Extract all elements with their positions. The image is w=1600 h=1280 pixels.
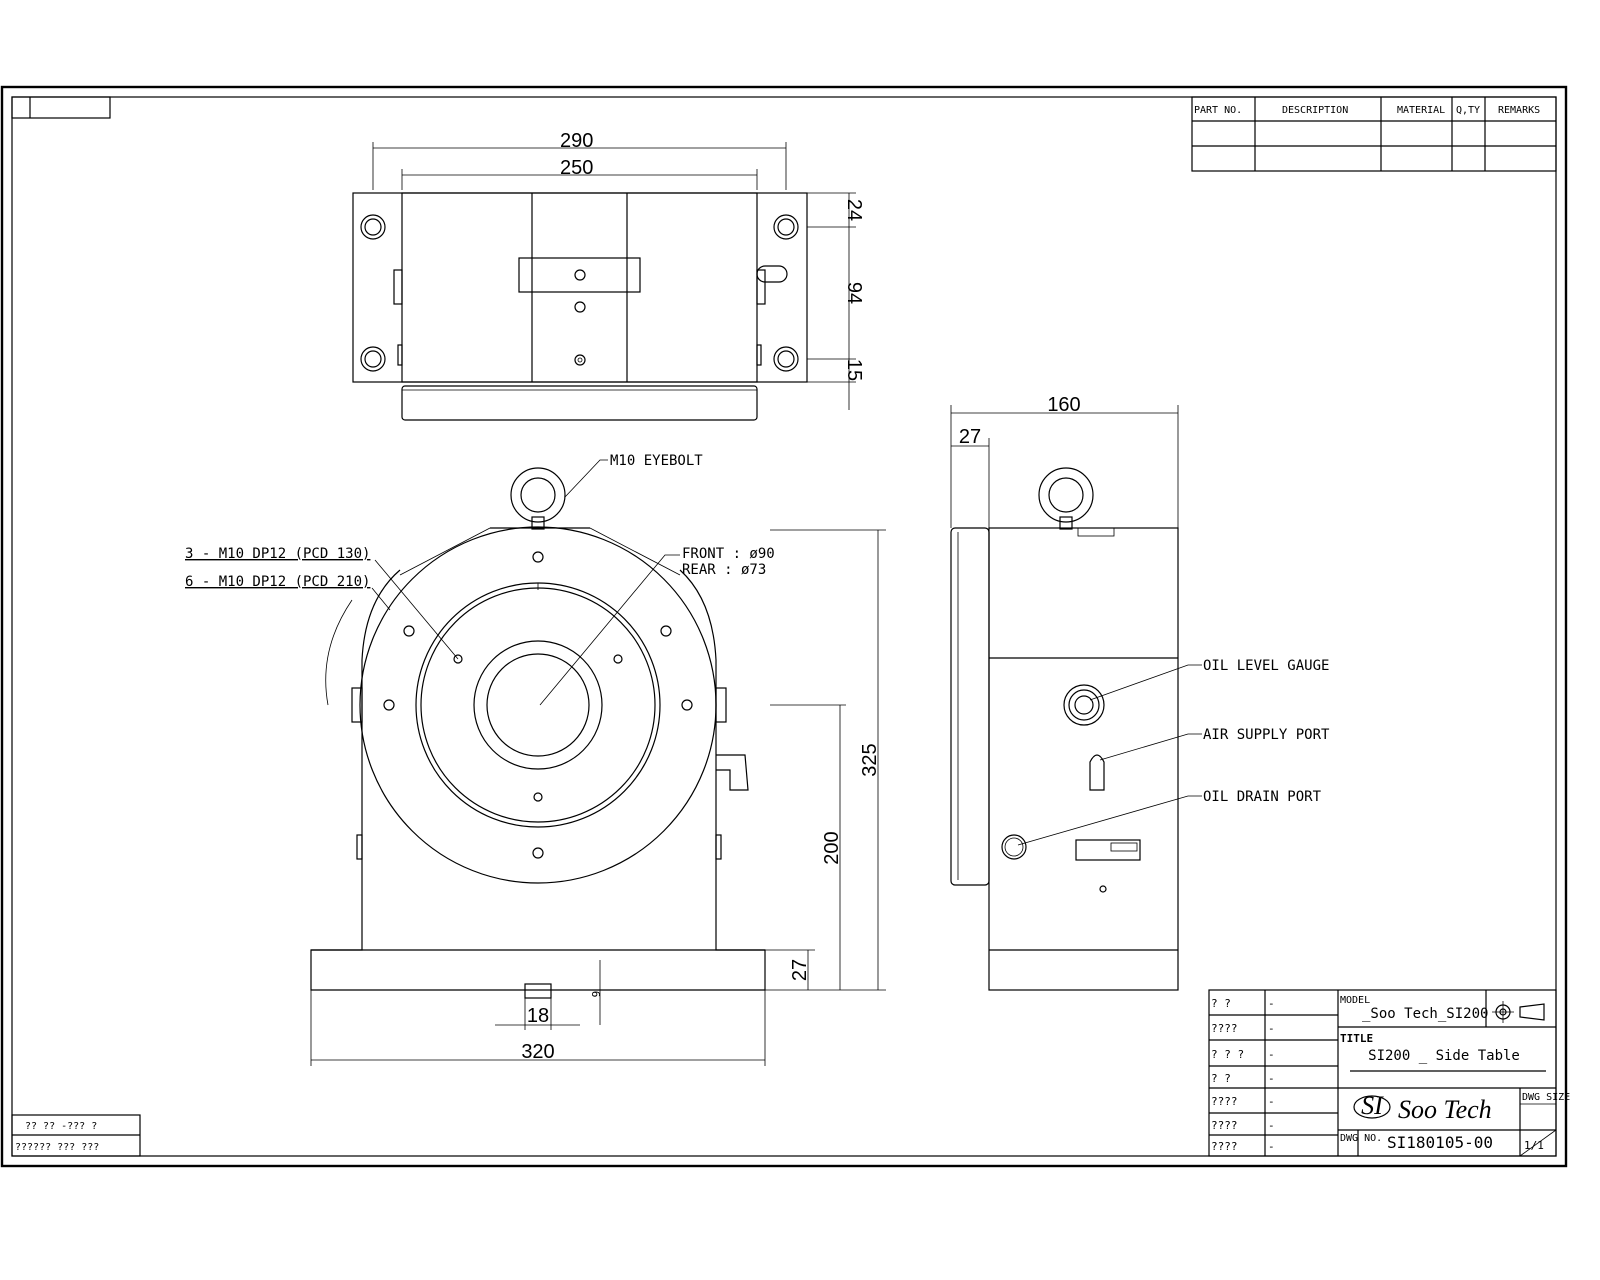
title-label: TITLE [1340, 1032, 1373, 1045]
projection-symbol-icon [1492, 1001, 1545, 1023]
mount-holes [360, 214, 799, 372]
callout-pcd130: 3 - M10 DP12 (PCD 130) [185, 546, 370, 562]
dim-27-side: 27 [959, 426, 981, 448]
callout-pcd210: 6 - M10 DP12 (PCD 210) [185, 574, 370, 590]
tb-row-value: - [1268, 1022, 1275, 1035]
inner-border [11, 96, 1557, 1157]
dwg-size-label: DWG SIZE [1522, 1092, 1570, 1103]
tb-row-label: ???? [1211, 1095, 1238, 1108]
tb-row-label: ???? [1211, 1140, 1238, 1153]
callout-air-supply-port: AIR SUPPLY PORT [1203, 727, 1330, 743]
dim-27: 27 [789, 959, 811, 981]
parts-table: PART NO. DESCRIPTION MATERIAL Q,TY REMAR… [1191, 96, 1557, 172]
tb-row-label: ???? [1211, 1119, 1238, 1132]
dwg-no-label: DWG NO. [1340, 1133, 1382, 1144]
tb-row-value: - [1268, 1140, 1275, 1153]
callout-bore-rear: REAR : ø73 [682, 562, 766, 578]
nameplate [1075, 839, 1141, 861]
svg-text:SI: SI [1361, 1091, 1384, 1120]
note-line-1: ?? ?? -??? ? [25, 1121, 97, 1132]
dim-325: 325 [859, 743, 881, 776]
front-view: M10 EYEBOLT 3 - M10 DP12 (PCD 130) 6 - M… [185, 453, 886, 1066]
header-material: MATERIAL [1397, 105, 1445, 116]
sheet-number: 1/1 [1524, 1139, 1544, 1152]
header-part-no: PART NO. [1194, 105, 1242, 116]
tb-row-label: ? ? ? [1211, 1048, 1244, 1061]
notes-box: ?? ?? -??? ? ?????? ??? ??? [11, 1114, 141, 1157]
tb-row-value: - [1268, 1119, 1275, 1132]
callout-oil-level-gauge: OIL LEVEL GAUGE [1203, 658, 1329, 674]
callout-eyebolt: M10 EYEBOLT [610, 453, 703, 469]
company-logo: SI Soo Tech [1353, 1091, 1492, 1124]
dim-320: 320 [521, 1041, 554, 1063]
dim-24: 24 [843, 199, 865, 221]
company-name: Soo Tech [1398, 1095, 1492, 1124]
dim-160: 160 [1047, 394, 1080, 416]
header-qty: Q,TY [1456, 105, 1480, 116]
outer-border [0, 85, 1568, 1168]
dim-250: 250 [560, 157, 593, 179]
dim-200: 200 [821, 831, 843, 864]
title-block: ? ? - ???? - ? ? ? - ? ? - ???? - ???? -… [1208, 989, 1570, 1157]
model-label: MODEL [1340, 995, 1370, 1006]
tb-row-value: - [1268, 1095, 1275, 1108]
top-view: 290 250 24 94 15 [352, 130, 865, 421]
dim-18: 18 [527, 1005, 549, 1027]
pcd130-holes [453, 654, 623, 802]
eyebolt [510, 467, 566, 530]
side-view: 160 27 OIL LEVEL GAUGE AIR SUPPLY PORT O… [950, 394, 1330, 991]
corner-box [11, 96, 111, 119]
tb-row-label: ? ? [1211, 1072, 1231, 1085]
tb-row-value: - [1268, 997, 1275, 1010]
pcd210-holes [383, 551, 693, 859]
title-value: SI200 _ Side Table [1368, 1048, 1520, 1064]
tb-row-label: ???? [1211, 1022, 1238, 1035]
dim-9: 9 [590, 991, 603, 998]
dim-15: 15 [843, 359, 865, 381]
dim-94: 94 [843, 282, 865, 304]
header-description: DESCRIPTION [1282, 105, 1348, 116]
dim-290: 290 [560, 130, 593, 152]
tb-row-label: ? ? [1211, 997, 1231, 1010]
tb-row-value: - [1268, 1048, 1275, 1061]
model-value: _Soo Tech_SI200 [1362, 1006, 1488, 1022]
dwg-no-value: SI180105-00 [1387, 1133, 1493, 1152]
note-line-2: ?????? ??? ??? [15, 1142, 99, 1153]
callout-bore-front: FRONT : ø90 [682, 546, 775, 562]
callout-oil-drain-port: OIL DRAIN PORT [1203, 789, 1322, 805]
header-remarks: REMARKS [1498, 105, 1540, 116]
tb-row-value: - [1268, 1072, 1275, 1085]
